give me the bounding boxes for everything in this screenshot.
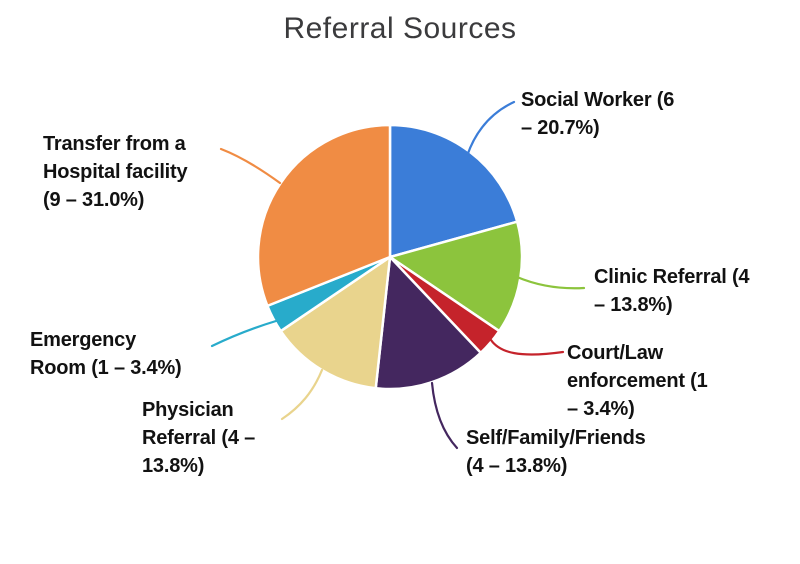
leader-line-self-family-friends	[430, 381, 459, 450]
leader-line-social-worker	[465, 100, 516, 158]
chart-title: Referral Sources	[283, 12, 517, 45]
pie-slice-social-worker	[388, 123, 519, 259]
leader-line-physician-referral	[280, 368, 324, 421]
leader-line-clinic-referral	[515, 275, 586, 290]
leader-line-court-law-enforcement	[489, 338, 565, 356]
label-social-worker: Social Worker (6 – 20.7%)	[521, 89, 675, 139]
label-clinic-referral: Clinic Referral (4 – 13.8%)	[594, 266, 750, 316]
leader-line-emergency-room	[210, 319, 278, 348]
label-transfer-hospital: Transfer from a Hospital facility (9 – 3…	[43, 133, 188, 211]
pie-slices	[256, 123, 524, 391]
leader-line-transfer-hospital	[219, 147, 282, 185]
label-emergency-room: Emergency Room (1 – 3.4%)	[30, 329, 182, 379]
label-court-law-enforcement: Court/Law enforcement (1 – 3.4%)	[567, 342, 708, 420]
leader-lines	[210, 100, 586, 450]
label-self-family-friends: Self/Family/Friends (4 – 13.8%)	[466, 427, 646, 477]
label-physician-referral: Physician Referral (4 – 13.8%)	[142, 399, 256, 477]
